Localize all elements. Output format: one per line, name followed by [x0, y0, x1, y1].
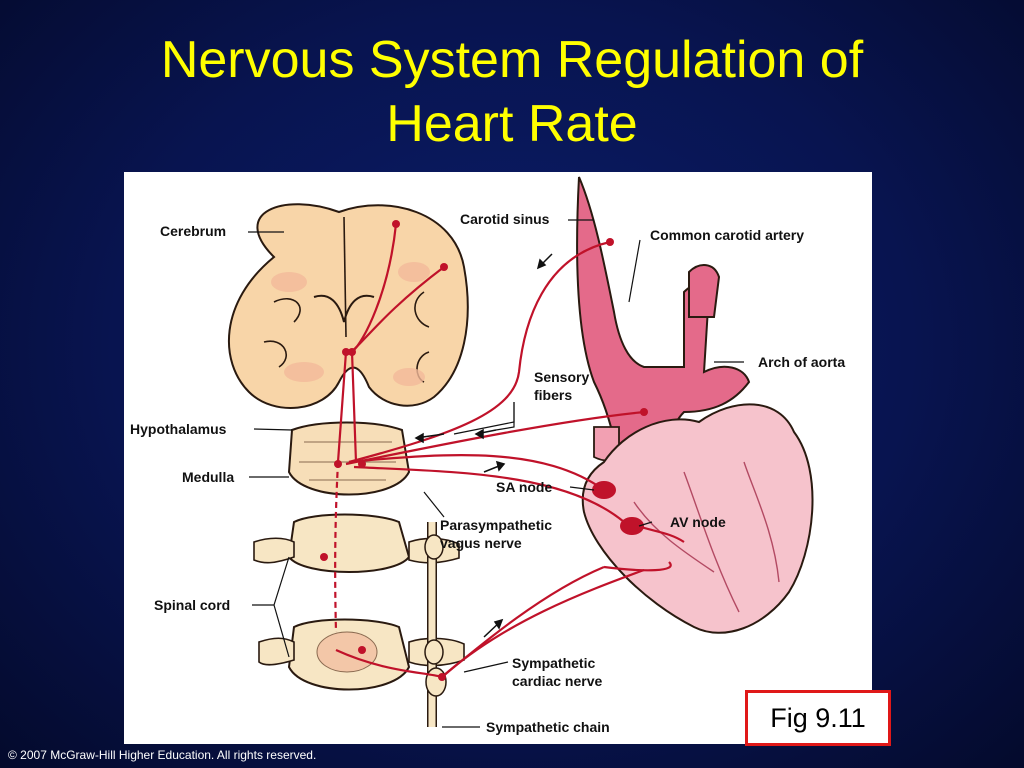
- anatomy-figure: Cerebrum Carotid sinus Common carotid ar…: [124, 172, 872, 744]
- figure-reference-box: Fig 9.11: [745, 690, 891, 746]
- label-vagus-nerve: vagus nerve: [440, 535, 522, 551]
- leader-lines: [248, 219, 744, 728]
- heart-shape: [581, 403, 814, 634]
- label-carotid-sinus: Carotid sinus: [460, 211, 550, 227]
- label-spinal-cord: Spinal cord: [154, 597, 230, 613]
- label-sympathetic-chain: Sympathetic chain: [486, 719, 610, 735]
- anatomy-diagram: Cerebrum Carotid sinus Common carotid ar…: [130, 176, 845, 735]
- label-sensory: Sensory: [534, 369, 589, 385]
- label-common-carotid-artery: Common carotid artery: [650, 227, 804, 243]
- nerve-synapse-dots: [320, 220, 648, 681]
- label-medulla: Medulla: [182, 469, 234, 485]
- label-av-node: AV node: [670, 514, 726, 530]
- label-sympathetic: Sympathetic: [512, 655, 595, 671]
- cerebrum-shape: [227, 203, 469, 409]
- label-arch-of-aorta: Arch of aorta: [758, 354, 845, 370]
- label-sa-node: SA node: [496, 479, 552, 495]
- label-parasympathetic: Parasympathetic: [440, 517, 552, 533]
- label-cerebrum: Cerebrum: [160, 223, 226, 239]
- label-cardiac-nerve: cardiac nerve: [512, 673, 602, 689]
- slide-title: Nervous System Regulation of Heart Rate: [0, 28, 1024, 156]
- medulla-shape: [287, 421, 411, 496]
- label-fibers: fibers: [534, 387, 572, 403]
- title-line-1: Nervous System Regulation of: [160, 31, 864, 89]
- label-hypothalamus: Hypothalamus: [130, 421, 227, 437]
- copyright-notice: © 2007 McGraw-Hill Higher Education. All…: [8, 748, 317, 762]
- direction-arrows: [414, 253, 553, 638]
- title-line-2: Heart Rate: [386, 95, 638, 153]
